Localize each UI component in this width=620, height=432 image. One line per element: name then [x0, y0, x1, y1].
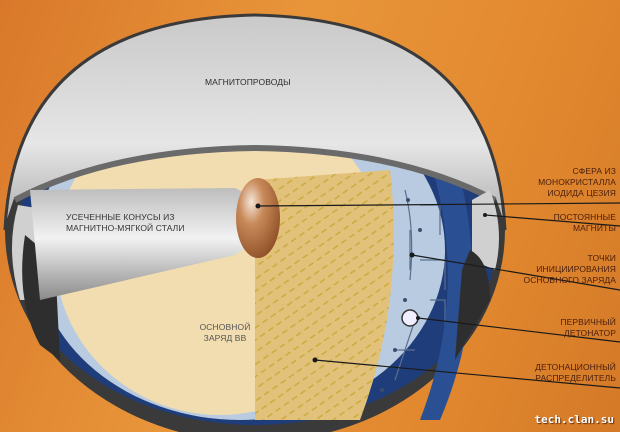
- truncated-cone: [30, 188, 258, 300]
- label-cesium-iodide-sphere: Сфера из монокристалла иодида цезия: [538, 166, 616, 198]
- label-truncated-cones: Усеченные конусы из магнитно-мягкой стал…: [66, 212, 185, 233]
- label-detonation-distributor: Детонационный распределитель: [535, 362, 616, 383]
- watermark: tech.clan.su: [534, 413, 614, 426]
- label-magnetic-cores: Магнитопроводы: [205, 77, 291, 87]
- label-initiation-points: Точки инициирования основного заряда: [523, 253, 616, 285]
- initiation-points: [380, 198, 422, 392]
- label-main-charge: Основной заряд ВВ: [199, 322, 251, 343]
- cesium-iodide-sphere: [236, 178, 280, 258]
- leader-lines: [257, 202, 620, 389]
- right-magnet: [472, 190, 499, 270]
- label-primary-detonator: Первичный детонатор: [560, 317, 616, 338]
- primary-detonator: [401, 309, 419, 327]
- label-permanent-magnets: Постоянные магниты: [553, 212, 616, 233]
